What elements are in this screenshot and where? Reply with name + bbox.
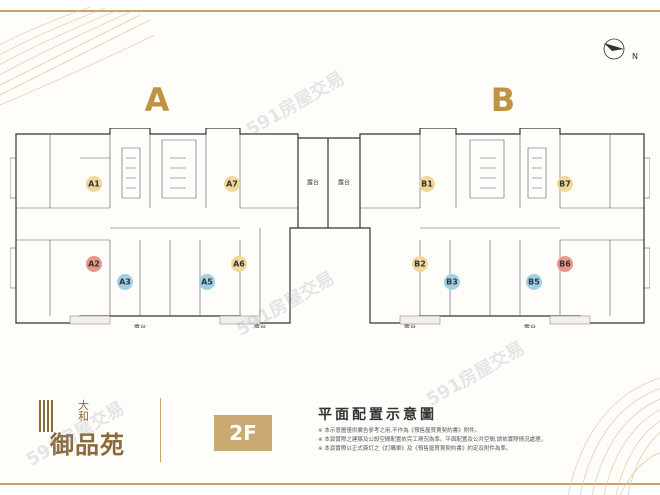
logo-name: 御品苑 [50,430,125,459]
unit-marker: A5 [199,274,215,290]
unit-label: B6 [559,260,571,269]
unit-marker: B2 [412,256,428,272]
unit-marker: A3 [117,274,133,290]
unit-marker: A1 [86,176,102,192]
unit-label: B7 [559,180,571,189]
compass-north-icon: N [603,38,638,61]
unit-label: B2 [414,260,426,269]
unit-marker: A6 [231,256,247,272]
unit-label: A5 [201,278,213,287]
plan-title: 平面配置示意圖 [318,407,437,423]
block-b-label: B [490,81,516,119]
top-border [0,0,660,12]
unit-marker: B6 [557,256,573,272]
unit-label: A3 [119,278,131,287]
unit-marker: A7 [224,176,240,192]
unit-label: A1 [88,180,100,189]
unit-marker: B5 [526,274,542,290]
logo-mark-icon [39,400,53,432]
unit-marker: B1 [419,176,435,192]
unit-label: B5 [528,278,540,287]
notes: ※ 本示意圖僅供廣告參考之用,不作為《預售屋買賣契約書》附件。 ※ 本頁實際之建… [318,427,546,454]
bottom-border [0,483,660,495]
divider [160,398,161,462]
balcony-label: 露台 [524,324,536,329]
balcony-label: 露台 [307,179,319,187]
note-line: ※ 本頁實際以正式簽訂之《訂購單》及《預售屋買賣契約書》約定及附件為準。 [318,446,512,452]
balcony-label: 露台 [254,324,266,329]
unit-label: B3 [446,278,458,287]
unit-marker: B7 [557,176,573,192]
note-line: ※ 本頁實際之建築及公設空間配置依完工現況為準。平面配置及公共空間,請依實際情況… [318,437,547,443]
floor-plan-drawing: 露台 露台 露台 露台 露台 露台 A1 A7 A2 A3 A5 A6 [10,128,650,328]
decorative-flower-icon [567,377,660,495]
block-a-label: A [144,81,170,119]
unit-label: B1 [421,180,433,189]
unit-marker: B3 [444,274,460,290]
note-line: ※ 本示意圖僅供廣告參考之用,不作為《預售屋買賣契約書》附件。 [318,428,481,434]
logo-brand-text: 大和 [78,399,89,423]
decorative-lines-icon [0,6,156,106]
balcony-label: 露台 [404,324,416,329]
balcony-label: 露台 [134,324,146,329]
watermark: 591房屋交易 [422,337,529,411]
unit-label: A7 [226,180,238,189]
compass-label: N [632,52,638,61]
unit-marker: A2 [86,256,102,272]
floor-badge: 2F [214,415,272,451]
unit-label: A2 [88,260,100,269]
unit-label: A6 [233,260,245,269]
balcony-label: 露台 [338,179,350,187]
